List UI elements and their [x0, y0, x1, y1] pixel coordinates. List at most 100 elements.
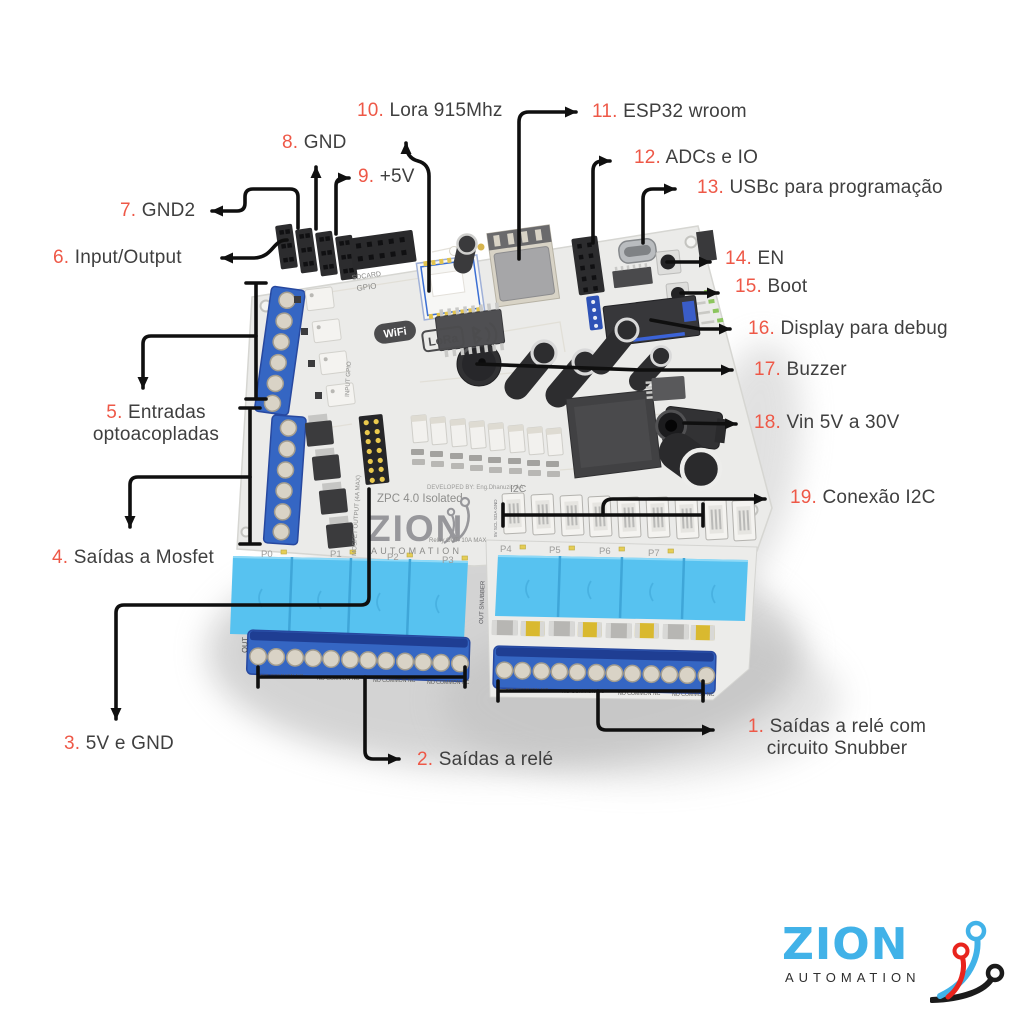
- callout-13-usbc: 13. USBc para programação: [697, 177, 943, 199]
- callout-number: 16.: [748, 318, 776, 339]
- input-gpio-label: INPUT GPIO: [344, 361, 353, 397]
- callout-text: GND: [303, 132, 347, 153]
- terminal-label-8: NO COMMON NC: [672, 692, 715, 698]
- callout-19-i2c: 19. Conexão I2C: [790, 487, 936, 509]
- callout-number: 3.: [64, 733, 81, 754]
- callout-text: Input/Output: [74, 247, 182, 268]
- callout-2-saidas-rele: 2. Saídas a relé: [417, 749, 553, 771]
- zion-automation-logo: ZION AUTOMATION: [782, 920, 1022, 1022]
- leader-line-7: [210, 187, 300, 230]
- callout-number: 18.: [754, 412, 782, 433]
- callout-12-adcs-io: 12. ADCs e IO: [634, 147, 758, 169]
- leader-line-11: [517, 106, 578, 261]
- port-label-p4: P4: [500, 544, 512, 555]
- logo-wordmark: ZION: [782, 919, 909, 970]
- terminal-label-3: NO COMMON NC: [373, 678, 416, 684]
- silkscreen-texts: WiFi LoRa SDCARD GPIO INPUT GPIO MOSFET …: [240, 271, 715, 698]
- developed-by: DEVELOPED BY: Eng.Dhanuzio AA: [427, 485, 523, 491]
- port-label-p5: P5: [549, 545, 561, 556]
- leader-line-5: [137, 334, 258, 390]
- callout-number: 10.: [357, 100, 385, 121]
- i2c-label: I2C: [510, 483, 527, 495]
- callout-number: 1.: [747, 716, 765, 737]
- out-label: OUT: [240, 637, 250, 654]
- callout-text-line2: circuito Snubber: [766, 738, 908, 759]
- callout-number: 4.: [52, 547, 69, 568]
- leader-line-3: [110, 487, 371, 721]
- leader-line-19: [601, 493, 767, 517]
- antenna-pin: [477, 243, 485, 251]
- callout-text: Saídas a relé: [438, 749, 554, 770]
- callout-9-5v: 9. +5V: [358, 166, 415, 188]
- leader-lines: [110, 106, 767, 765]
- regulator-chip: [645, 375, 686, 401]
- logo-wires-icon: [930, 920, 1005, 1003]
- lora-badge: LoRa: [427, 331, 459, 349]
- sdcard-header: [349, 229, 417, 271]
- callout-10-lora: 10. Lora 915Mhz: [357, 100, 503, 122]
- out-snubber-label: OUT SNUBBER: [479, 580, 487, 624]
- terminal-label-4: NO COMMON NC: [427, 680, 470, 686]
- callout-text: 5V e GND: [85, 733, 174, 754]
- callout-text: Entradas: [128, 402, 206, 423]
- opto-input-bank: [294, 286, 356, 408]
- esp32-module: [486, 224, 561, 308]
- leader-line-18: [682, 418, 738, 430]
- electrolytic-capacitors: [504, 317, 672, 408]
- callout-16-display-debug: 16. Display para debug: [748, 318, 948, 340]
- callout-text-line2: optoacopladas: [92, 424, 220, 445]
- relay-terminal-left: [245, 629, 471, 683]
- leader-line-4: [124, 475, 252, 529]
- port-label-p0: P0: [261, 549, 273, 560]
- gpio-label: GPIO: [356, 281, 377, 293]
- leader-bracket-1: [496, 679, 705, 703]
- callout-number: 2.: [417, 749, 434, 770]
- port-label-p7: P7: [648, 548, 660, 559]
- input-terminal-lower: [262, 414, 307, 546]
- callout-4-saidas-mosfet: 4. Saídas a Mosfet: [52, 547, 214, 569]
- callout-number: 11.: [592, 101, 618, 122]
- callout-text: Conexão I2C: [822, 487, 936, 508]
- port-label-p6: P6: [599, 546, 611, 557]
- sdcard-label: SDCARD: [351, 271, 381, 282]
- gpio-headers: [275, 223, 358, 281]
- adc-header: [571, 235, 605, 296]
- callout-text: USBc para programação: [729, 177, 943, 198]
- terminal-label-2: NO COMMON NC: [317, 676, 360, 682]
- callout-text: Saídas a relé com: [769, 716, 927, 737]
- leader-line-2: [363, 675, 401, 765]
- relay-bank-right: [495, 555, 749, 621]
- callout-7-gnd2: 7. GND2: [120, 200, 195, 222]
- relay-bank-left: [230, 556, 469, 640]
- leader-line-17: [475, 362, 734, 376]
- leader-line-6: [220, 238, 289, 264]
- callout-number: 15.: [735, 276, 763, 297]
- soic-chip-small: [612, 263, 653, 289]
- callout-number: 6.: [53, 247, 70, 268]
- callout-text: +5V: [379, 166, 415, 187]
- vin-capacitor: [659, 433, 723, 491]
- input-terminal-upper: [254, 285, 306, 416]
- callout-number: 8.: [282, 132, 299, 153]
- usbc-port: [618, 238, 657, 264]
- callout-14-en: 14. EN: [725, 248, 784, 270]
- callout-18-vin: 18. Vin 5V a 30V: [754, 412, 899, 434]
- leader-line-9: [334, 172, 351, 236]
- relay-terminal-right: [492, 645, 717, 695]
- leader-line-10: [400, 141, 431, 293]
- callout-text: Saídas a Mosfet: [73, 547, 215, 568]
- port-label-p3: P3: [442, 555, 454, 566]
- relay-out-label: Relay OUT: 10A MAX: [429, 538, 486, 544]
- header-small: [695, 229, 718, 262]
- callout-text: ESP32 wroom: [623, 101, 747, 122]
- bluetooth-icon: [471, 321, 498, 346]
- board-logo-swirl: [443, 496, 471, 544]
- callout-11-esp32: 11. ESP32 wroom: [592, 101, 747, 123]
- leader-line-1: [596, 689, 715, 736]
- callout-6-input-output: 6. Input/Output: [53, 247, 182, 269]
- callout-text: EN: [757, 248, 785, 269]
- board-brand-sub: AUTOMATION: [371, 546, 462, 556]
- callout-number: 17.: [754, 359, 782, 380]
- callout-number: 7.: [120, 200, 137, 221]
